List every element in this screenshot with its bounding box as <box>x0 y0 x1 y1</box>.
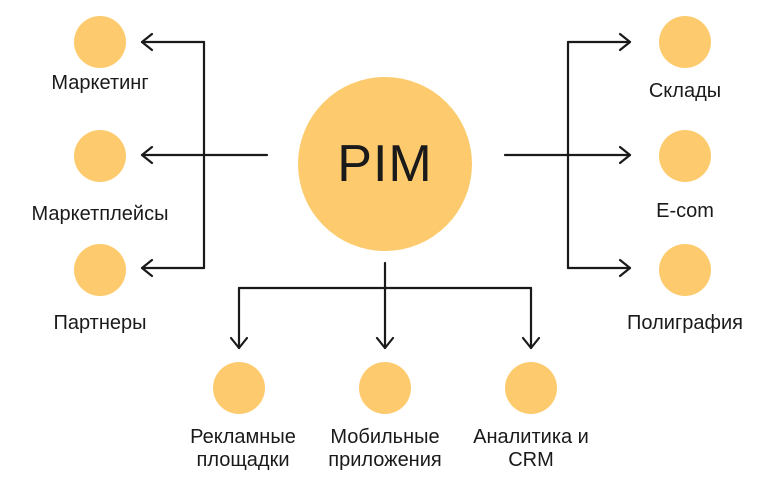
warehouses-label: Склады <box>648 80 722 102</box>
marketplaces-node <box>74 130 126 182</box>
arrowhead-marketplaces <box>140 145 154 165</box>
printing-label: Полиграфия <box>627 312 743 334</box>
arrowhead-analytics <box>521 336 541 350</box>
pim-hub-node: PIM <box>298 77 472 251</box>
ecom-node <box>659 130 711 182</box>
mobile-apps-node <box>359 362 411 414</box>
partners-node <box>74 244 126 296</box>
ecom-label: E-com <box>656 200 714 222</box>
warehouses-node <box>659 16 711 68</box>
mobile-apps-label: Мобильные приложения <box>328 426 441 472</box>
partners-label: Партнеры <box>53 312 147 334</box>
ad-platforms-label-line2: площадки <box>196 449 290 471</box>
ad-platforms-label-line1: Рекламные <box>190 426 296 448</box>
analytics-label-line1: Аналитика и <box>473 426 589 448</box>
analytics-label-line2: CRM <box>508 449 554 471</box>
arrowhead-mobile-apps <box>375 336 395 350</box>
mobile-apps-label-line1: Мобильные <box>330 426 440 448</box>
analytics-label: Аналитика и CRM <box>473 426 589 472</box>
arrowhead-marketing <box>140 32 154 52</box>
arrowhead-ecom <box>618 145 632 165</box>
marketplaces-label: Маркетплейсы <box>31 203 169 225</box>
ad-platforms-node <box>213 362 265 414</box>
mobile-apps-label-line2: приложения <box>328 449 442 471</box>
arrowhead-warehouses <box>618 32 632 52</box>
pim-hub-label: PIM <box>337 135 433 193</box>
ad-platforms-label: Рекламные площадки <box>190 426 296 472</box>
arrowhead-ad-platforms <box>229 336 249 350</box>
arrowhead-printing <box>618 258 632 278</box>
printing-node <box>659 244 711 296</box>
marketing-node <box>74 16 126 68</box>
analytics-node <box>505 362 557 414</box>
marketing-label: Маркетинг <box>51 72 149 94</box>
arrowhead-partners <box>140 258 154 278</box>
